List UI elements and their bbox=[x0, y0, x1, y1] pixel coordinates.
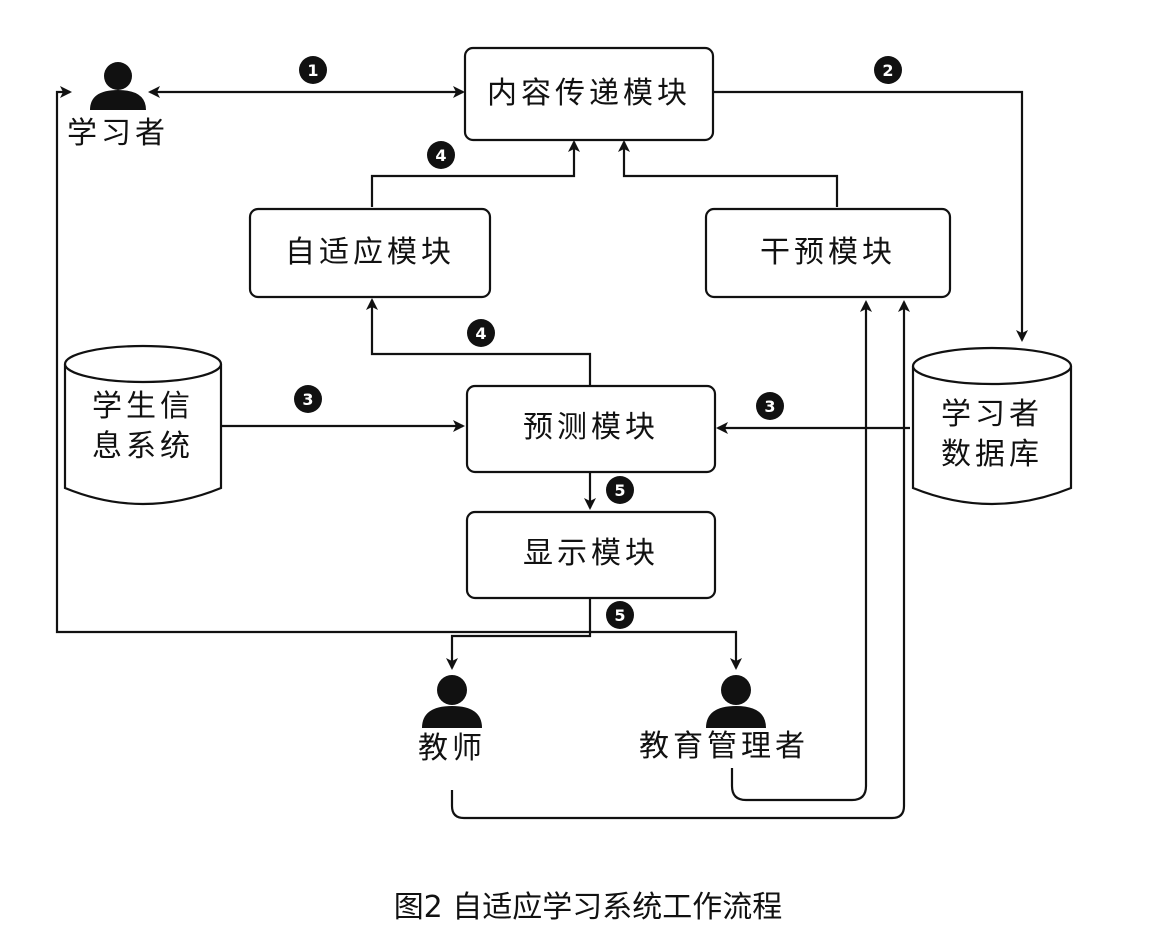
prediction-label: 预测模块 bbox=[523, 410, 659, 445]
person-icon bbox=[706, 675, 766, 728]
learner-db-line1: 学习者 bbox=[941, 397, 1043, 432]
svg-text:2: 2 bbox=[882, 61, 893, 80]
step-badge-4-top: 4 bbox=[427, 141, 455, 169]
step-badge-5-top: 5 bbox=[606, 476, 634, 504]
svg-text:3: 3 bbox=[302, 390, 313, 409]
education-admin-actor: 教育管理者 bbox=[639, 675, 809, 764]
display-label: 显示模块 bbox=[523, 536, 659, 571]
edge-teacher-to-intervention bbox=[450, 300, 910, 820]
student-info-line2: 息系统 bbox=[92, 429, 194, 464]
person-icon bbox=[422, 675, 482, 728]
step-badge-3-right: 3 bbox=[756, 392, 784, 420]
learner-db-line2: 数据库 bbox=[941, 437, 1043, 472]
learner-database: 学习者 数据库 bbox=[911, 346, 1073, 506]
edge-admin-to-intervention bbox=[730, 300, 872, 802]
step-badge-4-mid: 4 bbox=[467, 319, 495, 347]
student-info-line1: 学生信 bbox=[92, 389, 194, 424]
figure-caption: 图2 自适应学习系统工作流程 bbox=[394, 890, 783, 925]
step-badge-3-left: 3 bbox=[294, 385, 322, 413]
step-badge-5-bottom: 5 bbox=[606, 601, 634, 629]
step-badge-2: 2 bbox=[874, 56, 902, 84]
content-delivery-module: 内容传递模块 bbox=[463, 46, 715, 142]
svg-text:5: 5 bbox=[614, 481, 625, 500]
edge-intervention-to-content bbox=[618, 140, 839, 207]
step-badge-1: 1 bbox=[299, 56, 327, 84]
svg-text:3: 3 bbox=[764, 397, 775, 416]
learner-label: 学习者 bbox=[67, 116, 169, 151]
edge-display-to-admin bbox=[590, 630, 742, 670]
admin-label: 教育管理者 bbox=[639, 729, 809, 764]
prediction-module: 预测模块 bbox=[465, 384, 717, 474]
display-module: 显示模块 bbox=[465, 510, 717, 600]
teacher-label: 教师 bbox=[418, 731, 486, 766]
intervention-module: 干预模块 bbox=[704, 207, 952, 299]
edge-prediction-to-adaptive bbox=[366, 298, 592, 385]
intervention-label: 干预模块 bbox=[760, 235, 896, 270]
edge-content-to-db bbox=[713, 90, 1028, 342]
svg-text:4: 4 bbox=[435, 146, 446, 165]
edge-adaptive-to-content bbox=[370, 140, 580, 207]
content-delivery-label: 内容传递模块 bbox=[487, 76, 691, 111]
teacher-actor: 教师 bbox=[418, 675, 486, 766]
svg-text:1: 1 bbox=[307, 61, 318, 80]
svg-text:4: 4 bbox=[475, 324, 486, 343]
student-info-system-db: 学生信 息系统 bbox=[63, 344, 223, 506]
edge-display-to-teacher bbox=[446, 632, 592, 670]
edge-display-to-learner bbox=[55, 86, 592, 634]
svg-text:5: 5 bbox=[614, 606, 625, 625]
adaptive-label: 自适应模块 bbox=[285, 235, 455, 270]
learner-actor: 学习者 bbox=[67, 62, 169, 151]
person-icon bbox=[90, 62, 146, 110]
adaptive-module: 自适应模块 bbox=[248, 207, 492, 299]
